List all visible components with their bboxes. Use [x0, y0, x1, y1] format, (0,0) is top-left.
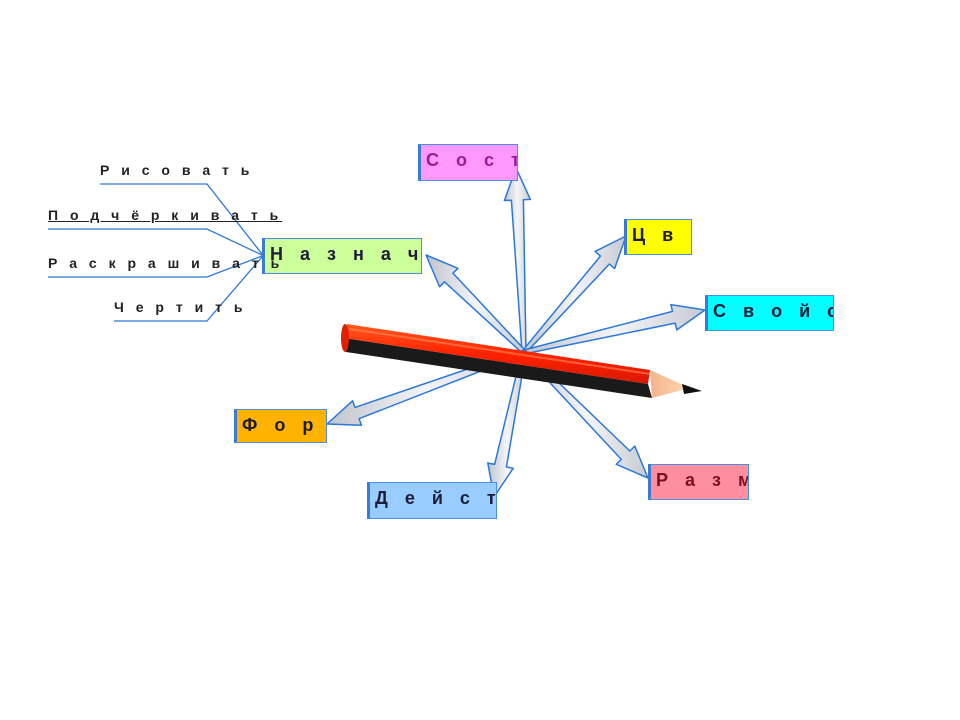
node-deistvie: Д е й с т в и е [367, 482, 497, 519]
arrow-to-naznachenie [425, 254, 527, 355]
purpose-item-podcherkivat: П о д ч ё р к и в а т ь [48, 207, 283, 223]
node-sostav: С о с т а в [418, 144, 518, 181]
leader-line-raskrashivat [48, 255, 263, 278]
node-tsvet: Ц в е т [624, 219, 692, 255]
purpose-leader-lines [48, 183, 263, 322]
purpose-item-raskrashivat: Р а с к р а ш и в а т ь [48, 255, 284, 271]
leader-line-risovat [100, 183, 263, 255]
arrow-to-sostav [503, 167, 532, 353]
pencil-icon [341, 324, 702, 398]
node-forma: Ф о р м а [234, 409, 327, 443]
node-naznachenie: Н а з н а ч е н и е [262, 238, 422, 274]
leader-line-podcherkivat [48, 228, 263, 256]
leader-line-chertit [114, 256, 263, 322]
node-razmer: Р а з м е р [648, 464, 749, 500]
arrow-to-tsvet [521, 235, 627, 355]
node-svoistva: С в о й с т в а [705, 295, 834, 331]
arrow-to-svoistva [522, 303, 706, 355]
purpose-item-risovat: Р и с о в а т ь [100, 162, 254, 178]
purpose-item-chertit: Ч е р т и т ь [114, 299, 247, 315]
